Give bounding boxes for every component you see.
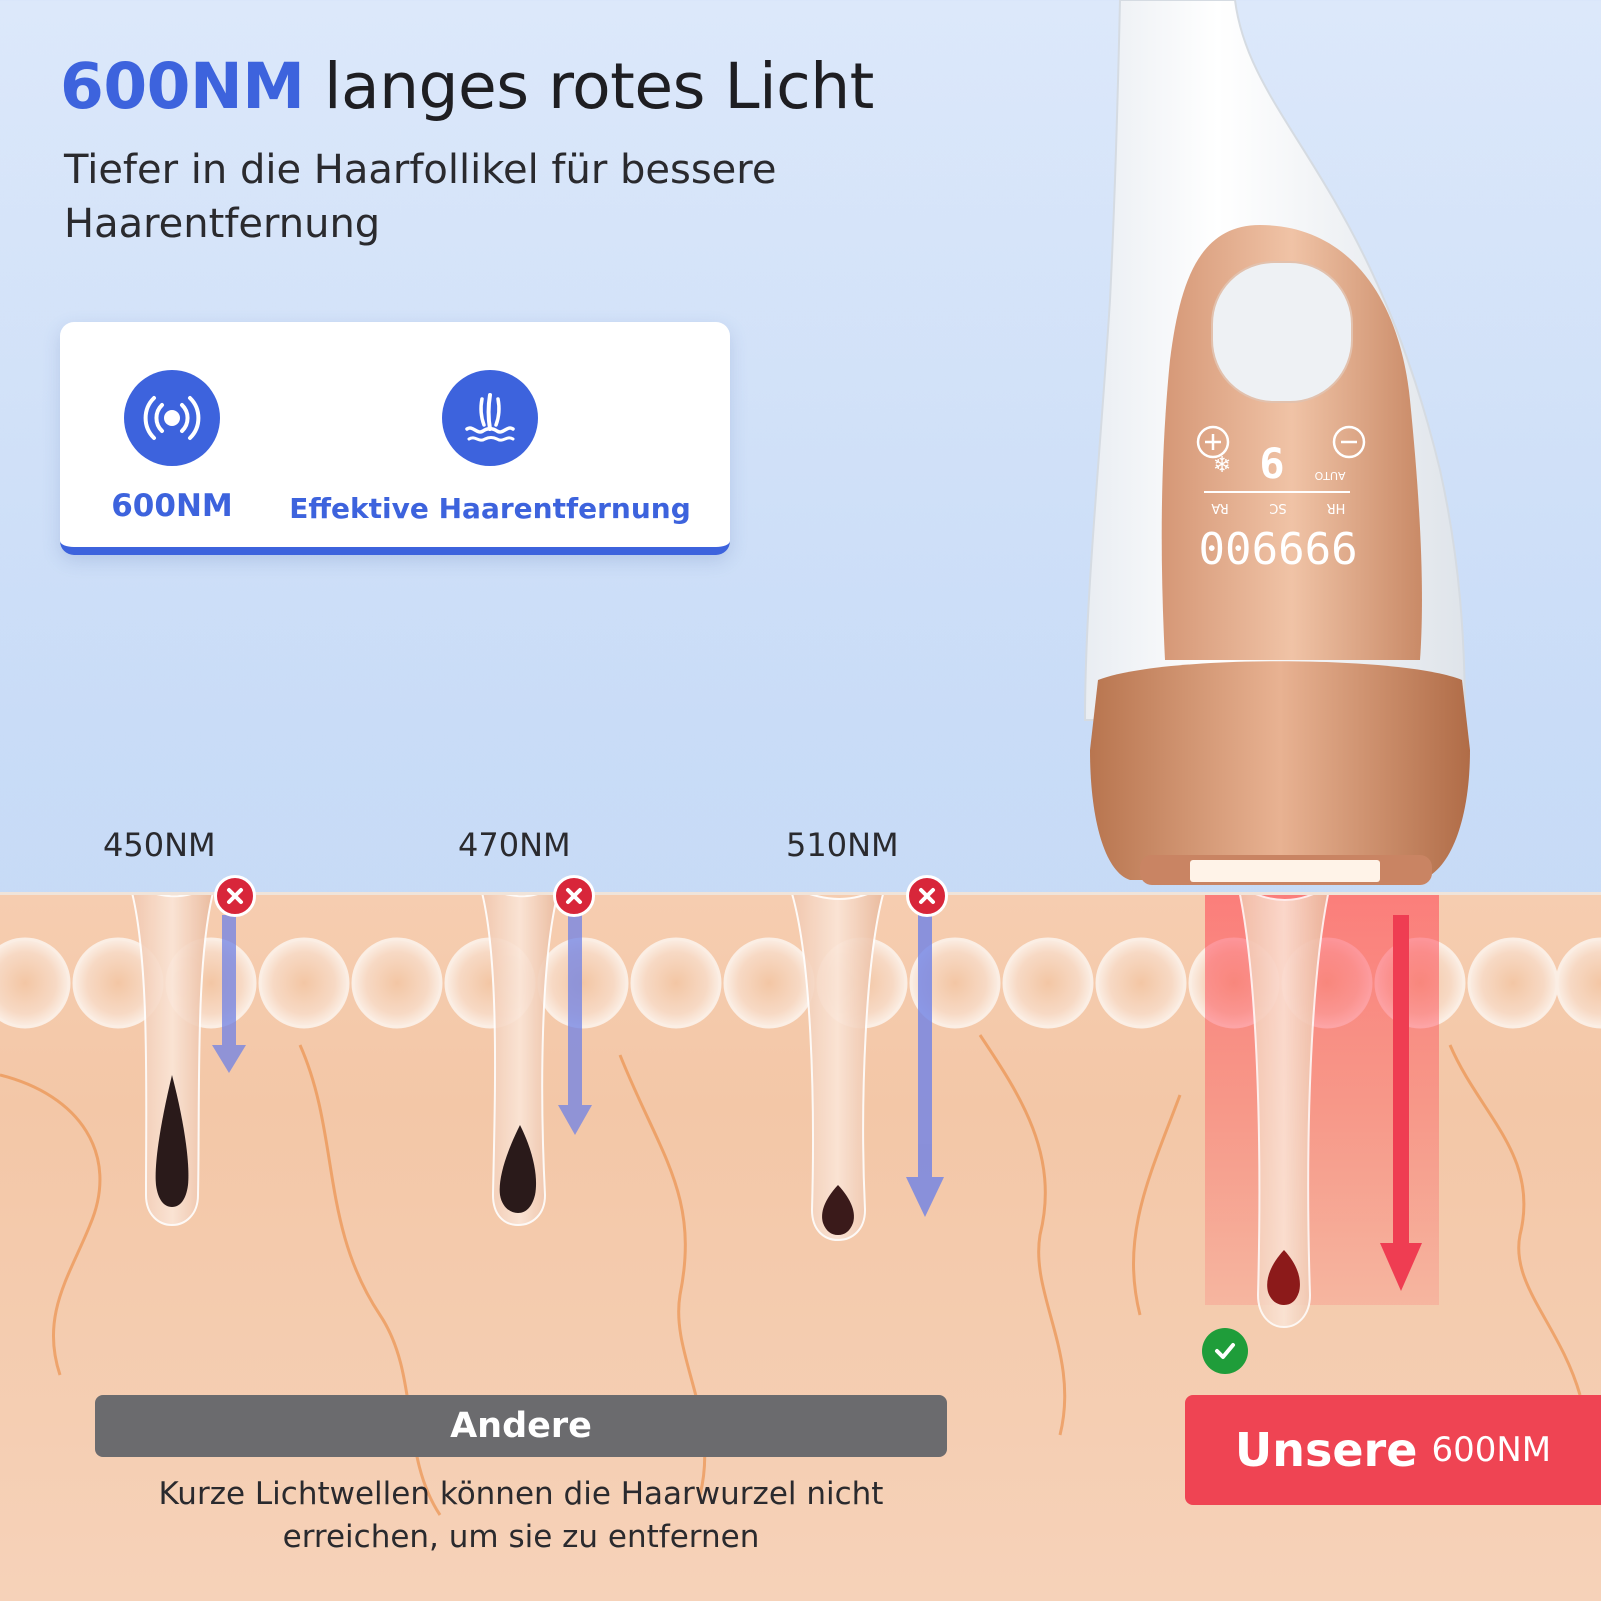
flash-window — [1190, 860, 1380, 882]
arrow-510 — [906, 915, 944, 1217]
svg-text:❄: ❄ — [1213, 450, 1231, 475]
ours-title: Unsere — [1234, 1423, 1418, 1477]
x-mark-icon — [214, 875, 256, 917]
hair-follicle-510 — [791, 895, 884, 1242]
hair-follicle-450 — [131, 895, 214, 1227]
power-button[interactable] — [1211, 261, 1353, 403]
svg-text:999900: 999900 — [1199, 521, 1358, 572]
ours-badge: Unsere 600NM — [1185, 1395, 1601, 1505]
hair-follicle-470 — [481, 895, 559, 1227]
minus-button[interactable] — [1332, 425, 1366, 459]
svg-text:9: 9 — [1259, 438, 1284, 487]
svg-text:AUTO: AUTO — [1314, 469, 1345, 482]
device-head — [1090, 661, 1470, 880]
ours-wavelength: 600NM — [1431, 1430, 1552, 1470]
hair-follicle-icon — [442, 370, 538, 466]
title-accent: 600NM — [60, 50, 305, 123]
others-title-bar: Andere — [95, 1395, 947, 1457]
page-title: 600NM langes rotes Licht — [60, 50, 874, 123]
feature-label: Effektive Haarentfernung — [289, 492, 691, 525]
wavelength-label-510: 510NM — [786, 826, 899, 864]
feature-600nm: 600NM — [102, 370, 242, 524]
feature-label: 600NM — [111, 488, 233, 524]
others-description: Kurze Lichtwellen können die Haarwurzel … — [158, 1476, 884, 1555]
arrow-450 — [212, 915, 246, 1073]
feature-card: 600NM Effektive Haarentfernung — [60, 322, 730, 555]
ipl-device: 999900 HR SC RA AUTO 9 ❄ — [1083, 0, 1470, 885]
x-mark-icon — [553, 875, 595, 917]
svg-text:HR: HR — [1327, 500, 1346, 515]
plus-button[interactable] — [1196, 425, 1230, 459]
wavelength-label-450: 450NM — [103, 826, 216, 864]
hair-follicle-600 — [1239, 895, 1329, 1329]
svg-text:RA: RA — [1211, 500, 1229, 515]
x-mark-icon — [906, 875, 948, 917]
epidermis-cells — [0, 937, 1601, 1029]
title-rest: langes rotes Licht — [323, 50, 874, 123]
svg-text:SC: SC — [1269, 500, 1286, 515]
device-display: 999900 HR SC RA AUTO 9 ❄ — [1199, 438, 1358, 572]
page-subtitle: Tiefer in die Haarfollikel für bessere H… — [64, 147, 777, 247]
signal-waves-icon — [124, 370, 220, 466]
wavelength-label-470: 470NM — [458, 826, 571, 864]
feature-hair-removal: Effektive Haarentfernung — [280, 370, 700, 525]
skin-illustration — [0, 895, 1601, 1516]
arrow-600 — [1380, 915, 1422, 1291]
check-mark-icon — [1202, 1328, 1248, 1374]
arrow-470 — [558, 915, 592, 1135]
